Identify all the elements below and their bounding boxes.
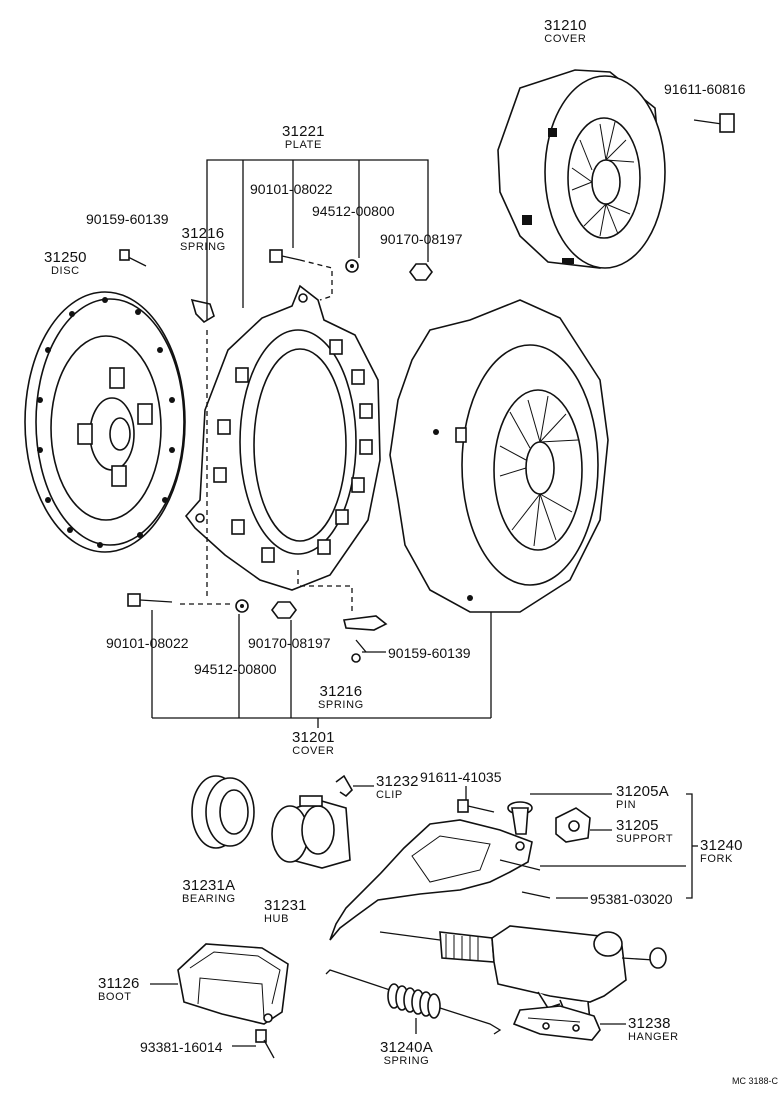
plate-hardware-lower xyxy=(127,593,388,663)
label-nut-a: 90170-08197 xyxy=(380,231,463,247)
pressure-plate-drawing xyxy=(184,284,381,591)
label-nut-b: 90170-08197 xyxy=(248,635,331,651)
leader-lines xyxy=(151,159,492,728)
label-bolt-a: 90101-08022 xyxy=(250,181,333,197)
clip-drawing xyxy=(335,774,353,798)
catalog-code: MC 3188-C xyxy=(731,1076,778,1086)
fork-leaders xyxy=(465,786,698,899)
label-bolt-d: 93381-16014 xyxy=(140,1039,223,1055)
label-washer-b: 94512-00800 xyxy=(194,661,277,677)
fork-pin-drawing xyxy=(507,801,533,835)
bolt-top-drawing xyxy=(693,113,735,133)
release-bearing-drawing xyxy=(191,775,255,849)
boot-drawing xyxy=(177,943,289,1025)
label-bolt-c: 91611-41035 xyxy=(420,769,502,785)
label-grease: 95381-03020 xyxy=(590,891,673,907)
lower-leaders xyxy=(150,785,417,1047)
release-hub-drawing xyxy=(271,795,351,869)
label-bolt-top: 91611-60816 xyxy=(664,81,746,97)
label-screw-b: 90159-60139 xyxy=(388,645,471,661)
clutch-cover-top-drawing xyxy=(497,69,666,269)
plate-hardware-upper xyxy=(119,249,433,324)
clutch-cover-main-drawing xyxy=(389,299,609,613)
boot-bolt-drawing xyxy=(255,1029,275,1059)
fork-return-spring-drawing xyxy=(325,969,502,1035)
label-washer-a: 94512-00800 xyxy=(312,203,395,219)
label-bolt-b: 90101-08022 xyxy=(106,635,189,651)
fork-support-drawing xyxy=(555,807,591,843)
clutch-disc-drawing xyxy=(24,291,186,553)
label-screw-a: 90159-60139 xyxy=(86,211,169,227)
bolt-fork-drawing xyxy=(457,799,495,813)
hanger-drawing xyxy=(512,1005,626,1041)
grease-fitting-drawing xyxy=(521,891,551,899)
release-fork-drawing xyxy=(329,819,541,941)
